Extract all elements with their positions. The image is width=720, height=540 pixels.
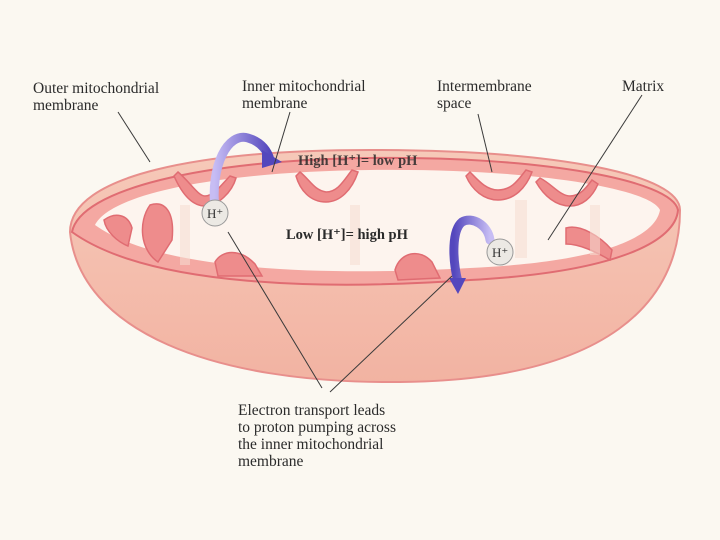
- matrix-shading: [180, 200, 600, 265]
- leader-outer-membrane: [117, 111, 151, 163]
- intermembrane-space-label: Intermembrane space: [437, 78, 532, 112]
- cristae: [103, 169, 613, 281]
- crista-1: [141, 203, 174, 264]
- crista-4: [295, 169, 359, 203]
- crista-7: [535, 177, 599, 207]
- leader-caption-left: [227, 231, 323, 389]
- outer-membrane-label: Outer mitochondrial membrane: [33, 80, 160, 114]
- caption-label: Electron transport leads to proton pumpi…: [238, 402, 396, 470]
- inner-membrane-label: Inner mitochondrial membrane: [242, 78, 366, 112]
- leader-lines: [117, 94, 643, 393]
- crista-2: [173, 170, 237, 207]
- proton-ion-left-label: H⁺: [207, 206, 223, 221]
- low-h-label: Low [H⁺]= high pH: [286, 227, 408, 243]
- leader-inner-membrane: [271, 111, 291, 173]
- leader-matrix: [547, 94, 643, 241]
- proton-pump-arrowhead-left: [262, 150, 282, 168]
- proton-ion-left: H⁺: [201, 199, 229, 227]
- leader-caption-right: [329, 275, 453, 393]
- proton-ion-right-label: H⁺: [492, 245, 508, 260]
- crista-9: [103, 214, 133, 248]
- proton-ion-right: H⁺: [486, 238, 514, 266]
- proton-pump-arrowhead-right: [449, 278, 466, 294]
- crista-5: [394, 252, 442, 281]
- crista-8: [565, 226, 613, 262]
- leader-intermembrane: [477, 113, 493, 173]
- high-h-label: High [H⁺]= low pH: [298, 153, 418, 169]
- crista-3: [214, 251, 264, 277]
- proton-pump-arrow-right: [449, 215, 495, 287]
- matrix-label: Matrix: [622, 78, 665, 95]
- crista-6: [465, 169, 533, 201]
- proton-pump-arrow-left: [209, 132, 275, 215]
